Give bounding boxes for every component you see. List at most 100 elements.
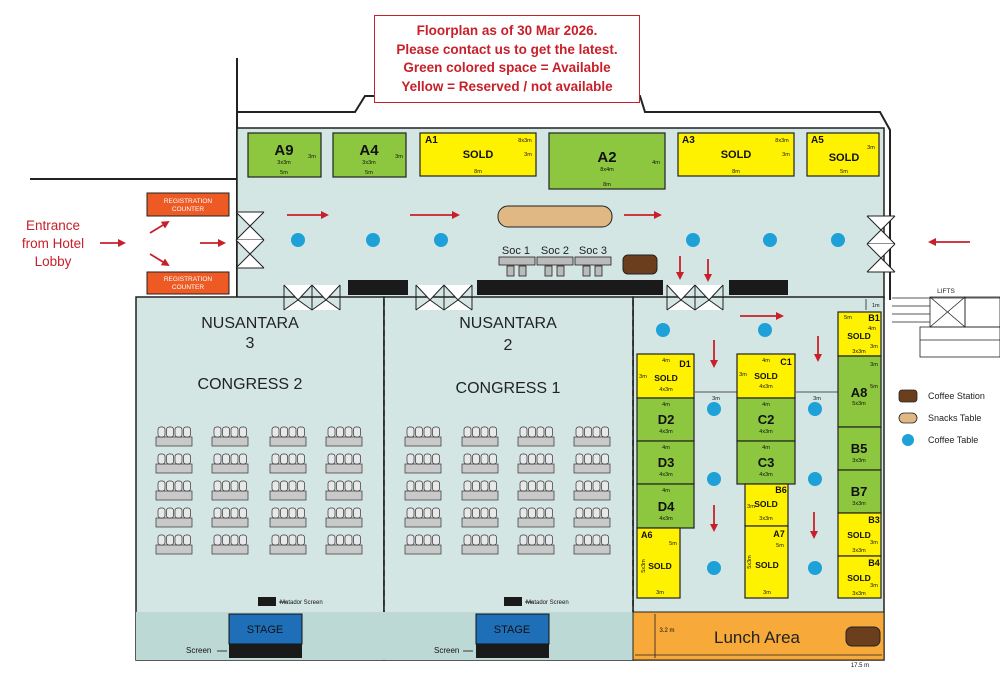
seat-row [573,534,611,555]
booth-b5[interactable]: B5 3x3m [837,426,882,471]
notice-line-4: Yellow = Reserved / not available [401,78,613,94]
booth-d1-status: SOLD [654,373,678,383]
notice-line-3: Green colored space = Available [403,60,611,75]
notice-line-1: Floorplan as of 30 Mar 2026. [416,23,598,38]
booth-b7-size: 3x3m [852,501,866,507]
seat-row [517,534,555,555]
seat-row [461,453,499,474]
congress-1-title: CONGRESS 1 [456,380,561,397]
legend-coffee-station: Coffee Station [898,385,985,407]
legend-coffee-table: Coffee Table [898,429,985,451]
booth-a8-d: 5m [870,384,878,390]
booth-d2[interactable]: D2 4x3m 4m [636,397,695,442]
seat-row [211,426,249,447]
seat-row [461,534,499,555]
booth-a2[interactable]: A2 8x4m 4m 8m [548,132,666,190]
booth-b3[interactable]: B3 SOLD 3x3m 3m [837,512,882,557]
booth-a3[interactable]: A3 SOLD 8x3m 3m 8m [677,132,795,177]
booth-a3-size: 8x3m [775,138,789,144]
seat-row [461,480,499,501]
one-m-dimension: 1m [865,299,880,310]
seat-row [461,507,499,528]
registration-counter-bottom-line2: COUNTER [172,284,204,291]
seat-row [325,453,363,474]
coffee-tables [291,233,845,575]
booth-d1[interactable]: D1 SOLD 4x3m 4m 3m [636,353,695,399]
booth-a1[interactable]: A1 SOLD 8x3m 3m 8m [419,132,537,177]
seat-row [404,507,442,528]
booth-b4-name: B4 [868,558,880,568]
soc-stands: Soc 1 Soc 2 Soc 3 [498,245,612,277]
booth-a6-w: 5m [669,541,677,547]
booth-d4[interactable]: D4 4x3m 4m [636,483,695,529]
stage-3: STAGE [228,613,303,658]
entrance-line-2: from Hotel [21,236,85,251]
seat-row [155,534,193,555]
screen-label-2: Screen [434,646,459,655]
seat-row [269,426,307,447]
booth-a7[interactable]: A7 SOLD 5x3m 5m 3m [744,525,789,599]
matador-screen-3 [258,597,276,606]
booth-b7[interactable]: B7 3x3m [837,469,882,514]
booth-a2-name: A2 [597,149,616,166]
booth-a7-w: 5m [776,543,784,549]
booth-b6-size: 3x3m [759,516,773,522]
booth-b3-name: B3 [868,515,880,525]
booth-a8[interactable]: A8 5x3m 3m 5m [837,355,882,428]
booth-b7-name: B7 [851,484,868,499]
booth-d2-size: 4x3m [659,429,673,435]
booth-a6-name: A6 [641,530,653,540]
seat-row [573,480,611,501]
seat-row [404,453,442,474]
lunch-area-label: Lunch Area [714,628,801,647]
booth-a7-status: SOLD [755,560,779,570]
booth-a8-name: A8 [851,385,868,400]
seat-row [269,453,307,474]
booth-a9[interactable]: A9 3x3m 3m 5m [247,132,322,178]
booth-c3-size: 4x3m [759,472,773,478]
soc-2-label: Soc 2 [541,245,569,257]
booth-c3-d: 4m [762,445,770,451]
booth-a8-size: 5x3m [852,401,866,407]
coffee-station-swatch [898,389,918,403]
booth-a2-w: 4m [652,160,660,166]
booth-b3-size: 3x3m [852,548,866,554]
seat-row [404,534,442,555]
doors [235,211,896,311]
booth-a4-name: A4 [359,142,379,159]
stage-2-label: STAGE [494,624,530,636]
seating-area [155,426,611,555]
nusantara-3-title: NUSANTARA [201,315,299,332]
booth-c1[interactable]: C1 SOLD 4x3m 4m 3m [736,353,796,399]
registration-counter-top-line2: COUNTER [172,206,204,213]
booth-d3[interactable]: D3 4x3m 4m [636,440,695,485]
one-m-label: 1m [872,303,880,309]
lunch-height-label: 3.2 m [659,628,674,634]
booth-a4[interactable]: A4 3x3m 3m 5m [332,132,407,178]
booth-b5-size: 3x3m [852,458,866,464]
screen-arrows [217,601,533,652]
booth-b1-top: 3m [870,344,878,350]
booth-a6[interactable]: A6 SOLD 5x3m 5m 3m [636,527,681,599]
booth-a8-w: 3m [870,362,878,368]
booth-b4[interactable]: B4 SOLD 3x3m 3m [837,555,882,599]
booth-d3-name: D3 [658,455,675,470]
seat-row [325,426,363,447]
booth-b6[interactable]: B6 SOLD 3x3m 3m [744,483,789,527]
booth-a1-status: SOLD [463,149,494,161]
booth-c3[interactable]: C3 4x3m 4m [736,440,796,485]
seat-row [404,480,442,501]
lifts-label: LIFTS [937,288,955,295]
booth-a5[interactable]: A5 SOLD 3m 5m [806,132,880,177]
coffee-station [622,254,658,275]
booth-c2-name: C2 [758,412,775,427]
booth-b6-name: B6 [775,485,787,495]
booth-b1[interactable]: B1 SOLD 3x3m 5m 4m 3m [837,311,882,357]
seat-row [211,453,249,474]
seat-row [155,507,193,528]
booth-c2[interactable]: C2 4x3m 4m [736,397,796,442]
entrance-line-1: Entrance [25,218,81,233]
seat-row [573,426,611,447]
booth-b4-status: SOLD [847,573,871,583]
booth-a3-name: A3 [682,135,695,146]
